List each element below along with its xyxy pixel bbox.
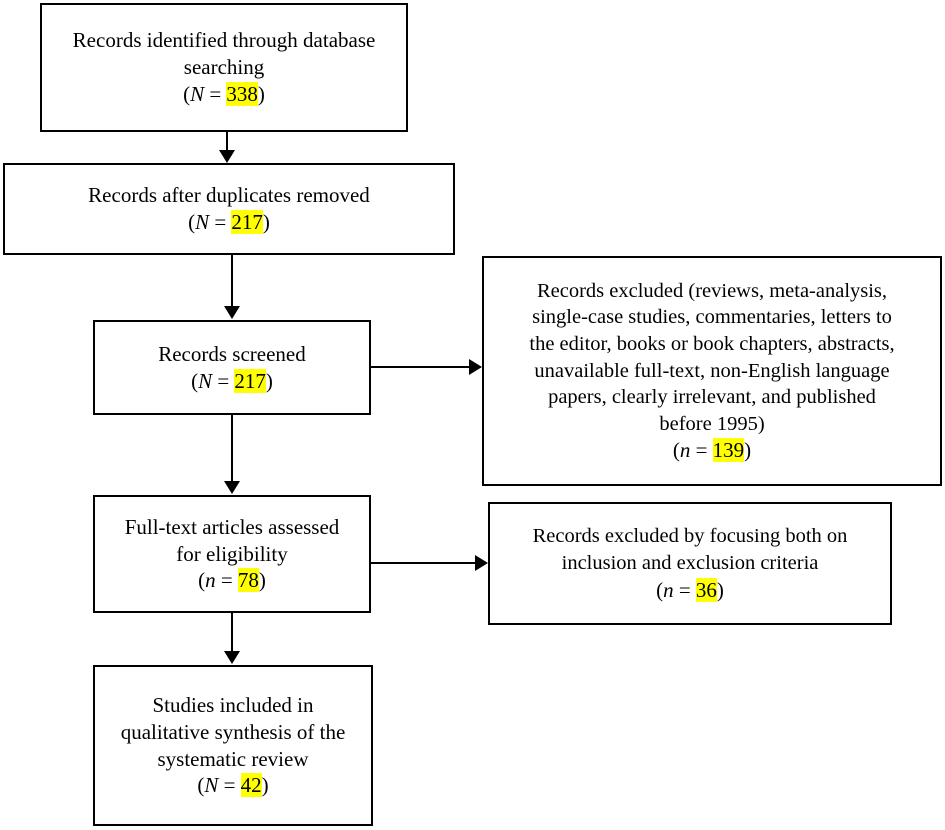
- arrow-down-icon: [224, 481, 240, 494]
- node-count: (N = 42): [113, 772, 354, 799]
- count-value: 217: [234, 368, 266, 393]
- connector-identified-to-duplicates: [226, 132, 228, 152]
- arrow-down-icon: [224, 651, 240, 664]
- node-count: (n = 78): [117, 567, 348, 594]
- paren-close: ): [261, 773, 269, 798]
- count-variable: N: [198, 368, 213, 393]
- paren-close: ): [716, 577, 724, 602]
- count-equals: =: [690, 438, 713, 463]
- paren-close: ): [258, 568, 266, 593]
- count-value: 217: [231, 210, 263, 234]
- count-value: 139: [712, 438, 745, 463]
- node-count: (n = 36): [525, 577, 856, 604]
- paren-open: (: [656, 577, 664, 602]
- node-label: Records excluded (reviews, meta-analysis…: [529, 279, 895, 435]
- node-count: (N = 217): [80, 209, 378, 236]
- count-equals: =: [673, 577, 696, 602]
- node-label: Full-text articles assessed for eligibil…: [124, 514, 340, 566]
- node-body: Records after duplicates removed (N = 21…: [80, 182, 378, 236]
- paren-open: (: [188, 210, 196, 234]
- paren-close: ): [265, 368, 273, 393]
- node-count: (n = 139): [521, 437, 902, 464]
- count-equals: =: [204, 81, 227, 106]
- node-studies-included: Studies included in qualitative synthesi…: [93, 665, 373, 826]
- node-body: Studies included in qualitative synthesi…: [113, 692, 354, 800]
- node-records-excluded-eligibility: Records excluded by focusing both on inc…: [488, 502, 892, 625]
- paren-close: ): [262, 210, 270, 234]
- count-equals: =: [215, 568, 238, 593]
- count-equals: =: [212, 368, 235, 393]
- node-count: (N = 338): [65, 81, 384, 108]
- node-records-excluded-screening: Records excluded (reviews, meta-analysis…: [482, 256, 942, 486]
- count-variable: n: [679, 438, 691, 463]
- connector-fulltext-to-excluded: [371, 562, 477, 564]
- count-value: 42: [240, 773, 262, 798]
- node-body: Records excluded (reviews, meta-analysis…: [521, 278, 902, 465]
- node-body: Records excluded by focusing both on inc…: [525, 523, 856, 603]
- count-variable: n: [205, 568, 216, 593]
- paren-open: (: [191, 368, 199, 393]
- node-body: Full-text articles assessed for eligibil…: [117, 514, 348, 595]
- node-label: Records identified through database sear…: [72, 28, 376, 80]
- node-body: Records screened (N = 217): [150, 341, 314, 395]
- node-records-identified: Records identified through database sear…: [40, 3, 408, 132]
- connector-fulltext-to-included: [231, 613, 233, 653]
- count-variable: N: [190, 81, 205, 106]
- paren-open: (: [672, 438, 680, 463]
- node-records-screened: Records screened (N = 217): [93, 320, 371, 415]
- paren-open: (: [197, 773, 205, 798]
- count-value: 36: [695, 577, 717, 602]
- count-equals: =: [209, 210, 232, 234]
- arrow-right-icon: [469, 359, 482, 375]
- node-body: Records identified through database sear…: [65, 27, 384, 108]
- count-variable: N: [195, 210, 210, 234]
- count-variable: n: [663, 577, 674, 602]
- count-equals: =: [218, 773, 241, 798]
- node-label: Records screened: [158, 341, 306, 366]
- paren-close: ): [257, 81, 265, 106]
- arrow-right-icon: [475, 555, 488, 571]
- connector-duplicates-to-screened: [231, 255, 233, 308]
- node-label: Records after duplicates removed: [88, 183, 370, 208]
- count-variable: N: [204, 773, 219, 798]
- paren-open: (: [183, 81, 191, 106]
- node-label: Records excluded by focusing both on inc…: [532, 525, 848, 575]
- paren-close: ): [744, 438, 752, 463]
- paren-open: (: [198, 568, 206, 593]
- node-count: (N = 217): [150, 368, 314, 395]
- arrow-down-icon: [219, 150, 235, 163]
- connector-screened-to-excluded: [371, 366, 471, 368]
- arrow-down-icon: [224, 306, 240, 319]
- node-records-after-duplicates: Records after duplicates removed (N = 21…: [3, 163, 455, 255]
- node-fulltext-assessed: Full-text articles assessed for eligibil…: [93, 495, 371, 613]
- connector-screened-to-fulltext: [231, 415, 233, 483]
- count-value: 78: [237, 568, 259, 593]
- count-value: 338: [226, 81, 258, 106]
- node-label: Studies included in qualitative synthesi…: [120, 692, 346, 771]
